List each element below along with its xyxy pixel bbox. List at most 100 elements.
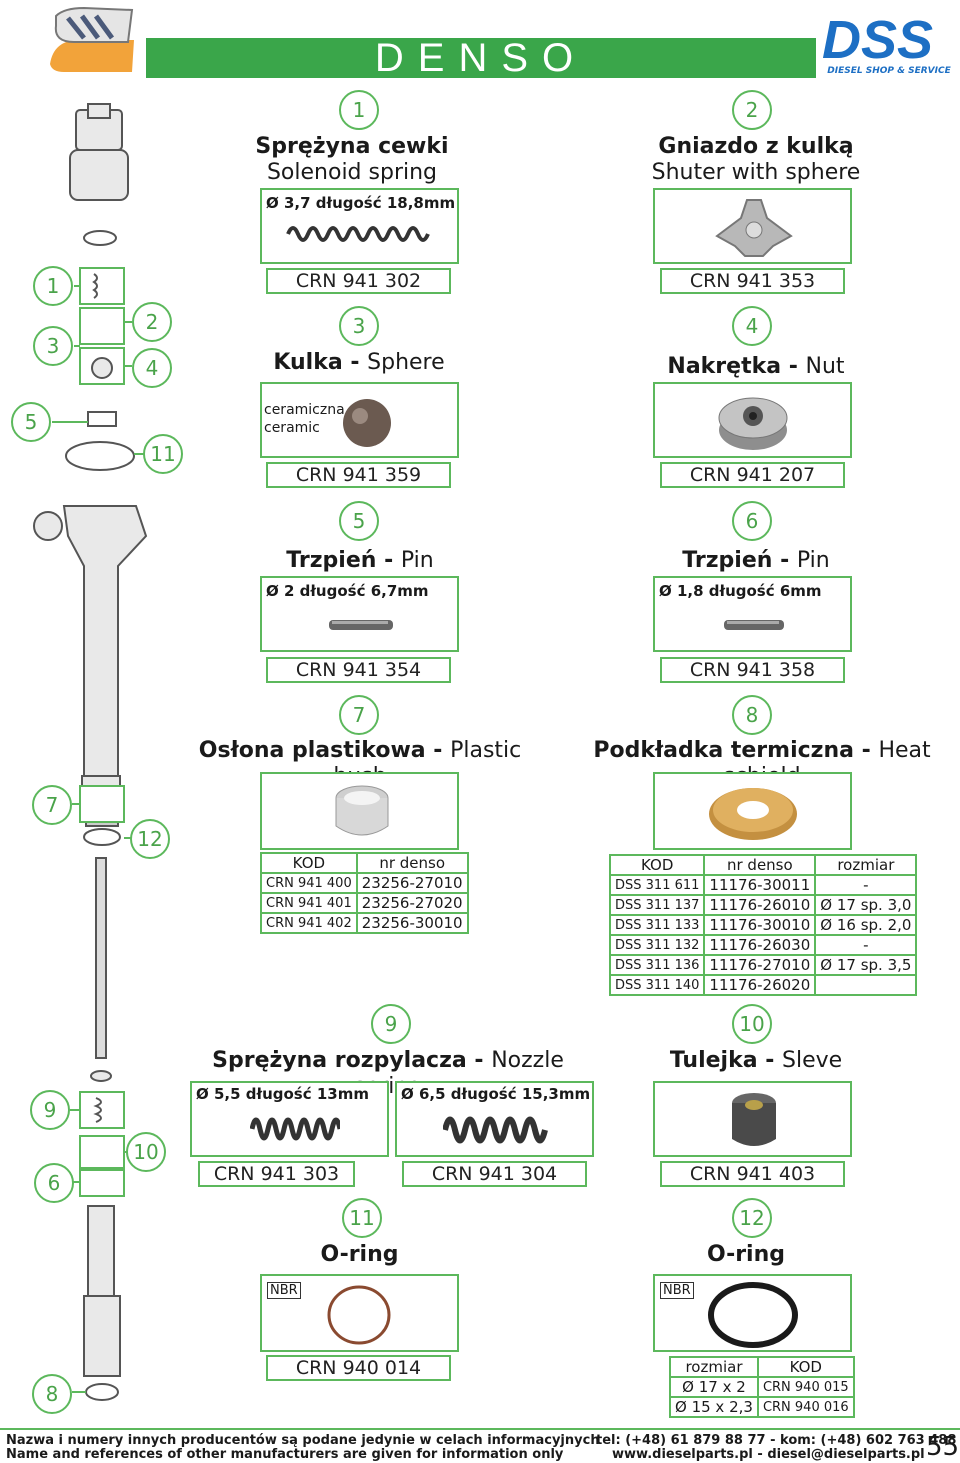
diagram-label-4: 4	[132, 348, 172, 388]
dss-logo: DSS	[822, 10, 934, 70]
spring-image	[286, 226, 430, 242]
brand-banner: DENSO	[146, 38, 816, 78]
shuter-image	[715, 199, 793, 257]
part-12-image-box: NBR	[653, 1274, 852, 1352]
pin-image	[329, 620, 393, 630]
nut-image	[718, 397, 788, 450]
table-header-row: KOD nr denso rozmiar	[608, 854, 918, 876]
footer-disclaimer-en: Name and references of other manufacture…	[6, 1447, 564, 1462]
diagram-label-5: 5	[11, 402, 51, 442]
heat-shield-image	[709, 788, 797, 840]
cell	[814, 974, 918, 996]
part-number-5: 5	[339, 501, 379, 541]
diagram-label-2: 2	[132, 302, 172, 342]
cell: 11176-26030	[703, 934, 817, 956]
part-3-note-pl: ceramiczna	[264, 402, 345, 418]
part-6-title: Trzpień - Pin	[682, 548, 830, 573]
cell: DSS 311 140	[608, 974, 706, 996]
cell: 11176-26010	[703, 894, 817, 916]
part-number-2: 2	[732, 90, 772, 130]
table-header-row: rozmiar KOD	[669, 1356, 855, 1378]
diagram-label-7: 7	[32, 785, 72, 825]
part-9a-code: CRN 941 303	[198, 1161, 355, 1187]
part-2-title-pl: Gniazdo z kulką	[658, 134, 854, 159]
part-6-spec: Ø 1,8 długość 6mm	[659, 582, 822, 600]
cell: DSS 311 132	[608, 934, 706, 956]
part-12-material: NBR	[660, 1282, 694, 1299]
col-rozmiar: rozmiar	[814, 854, 918, 876]
o-ring-image	[327, 1285, 391, 1345]
bush-image	[335, 785, 389, 836]
footer-divider	[0, 1428, 960, 1430]
part-7-title: Osłona plastikowa - Plastic bush	[198, 738, 522, 789]
diagram-label-11: 11	[143, 434, 183, 474]
part-number-1: 1	[339, 90, 379, 130]
diagram-label-1: 1	[33, 266, 73, 306]
part-number-4: 4	[732, 306, 772, 346]
cell: CRN 940 016	[756, 1396, 855, 1418]
part-number-10: 10	[732, 1004, 772, 1044]
part-1-image-box: Ø 3,7 długość 18,8mm	[260, 188, 459, 264]
part-9b-spec: Ø 6,5 długość 15,3mm	[401, 1085, 591, 1103]
sphere-image	[343, 399, 391, 447]
cell: DSS 311 136	[608, 954, 706, 976]
cell: 11176-30010	[703, 914, 817, 936]
part-11-code: CRN 940 014	[266, 1355, 451, 1381]
cell: Ø 17 x 2	[669, 1376, 759, 1398]
part-6-image-box: Ø 1,8 długość 6mm	[653, 576, 852, 652]
part-number-3: 3	[339, 306, 379, 346]
cell: Ø 16 sp. 2,0	[814, 914, 918, 936]
cell: Ø 17 sp. 3,5	[814, 954, 918, 976]
cell: DSS 311 611	[608, 874, 706, 896]
cell: 11176-26020	[703, 974, 817, 996]
footer-contact-web: www.dieselparts.pl - diesel@dieselparts.…	[612, 1447, 925, 1462]
part-number-12: 12	[732, 1198, 772, 1238]
part-1-code: CRN 941 302	[266, 268, 451, 294]
part-10-image-box	[653, 1081, 852, 1157]
cell: -	[814, 934, 918, 956]
col-kod: KOD	[608, 854, 706, 876]
part-number-6: 6	[732, 501, 772, 541]
part-4-title: Nakrętka - Nut	[667, 354, 845, 379]
nozzle-spring-image	[443, 1116, 548, 1144]
part-11-title: O-ring	[320, 1242, 399, 1267]
part-3-image-box: ceramiczna ceramic	[260, 382, 459, 458]
page-number: 55	[926, 1432, 960, 1462]
part-number-11: 11	[342, 1198, 382, 1238]
cell: 23256-30010	[355, 912, 469, 934]
part-number-9: 9	[371, 1004, 411, 1044]
part-9b-code: CRN 941 304	[402, 1161, 587, 1187]
cell: -	[814, 874, 918, 896]
part-7-image-box	[260, 772, 459, 850]
part-9a-image-box: Ø 5,5 długość 13mm	[190, 1081, 389, 1157]
col-nr-denso: nr denso	[703, 854, 817, 876]
part-5-title: Trzpień - Pin	[286, 548, 434, 573]
table-header-row: KOD nr denso	[260, 852, 469, 874]
col-kod: KOD	[260, 852, 358, 874]
part-2-title-en: Shuter with sphere	[651, 160, 861, 185]
part-1-spec: Ø 3,7 długość 18,8mm	[266, 194, 456, 212]
diagram-label-9: 9	[30, 1090, 70, 1130]
o-ring-image	[708, 1282, 798, 1348]
col-nr-denso: nr denso	[355, 852, 469, 874]
part-9a-spec: Ø 5,5 długość 13mm	[196, 1085, 369, 1103]
col-rozmiar: rozmiar	[669, 1356, 759, 1378]
cell: CRN 940 015	[756, 1376, 855, 1398]
cell: Ø 15 x 2,3	[669, 1396, 759, 1418]
footer-disclaimer-pl: Nazwa i numery innych producentów są pod…	[6, 1433, 600, 1448]
diagram-label-12: 12	[130, 819, 170, 859]
part-10-code: CRN 941 403	[660, 1161, 845, 1187]
cell: CRN 941 401	[260, 892, 358, 914]
